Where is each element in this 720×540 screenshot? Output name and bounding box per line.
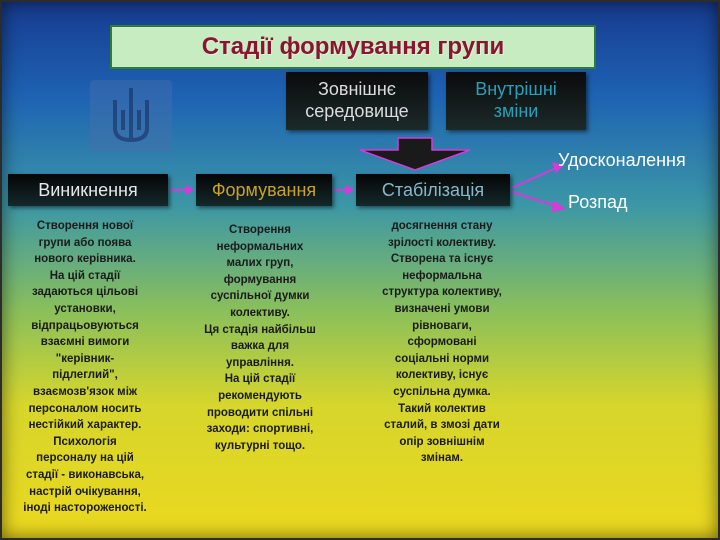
stage-formation: Формування <box>196 174 332 206</box>
stage-stabilization-description: досягнення стану зрілості колективу. Ств… <box>382 220 502 465</box>
stage-emergence: Виникнення <box>8 174 168 206</box>
arrow-to-decay <box>511 191 566 212</box>
outcome-improvement: Удосконалення <box>558 150 686 170</box>
arrow-to-improvement <box>511 162 564 189</box>
arrow-2-to-3 <box>334 185 354 195</box>
stage-emergence-description: Створення нової групи або поява нового к… <box>23 220 147 515</box>
stage-stabilization: Стабілізація <box>356 174 510 206</box>
page-title: Стадії формування групи <box>201 33 505 60</box>
internal-factor-box: Внутрішні зміни <box>446 72 586 130</box>
factors-down-arrow <box>359 137 471 171</box>
title-box: Стадії формування групи <box>110 25 596 69</box>
outcome-decay: Розпад <box>568 192 628 212</box>
trident-icon <box>113 88 149 143</box>
arrow-1-to-2 <box>170 185 194 195</box>
external-factor-box: Зовнішнє середовище <box>286 72 428 130</box>
stage-emergence-label: Виникнення <box>38 179 138 200</box>
external-factor-label: Зовнішнє середовище <box>305 79 409 121</box>
stage-stabilization-label: Стабілізація <box>381 179 485 200</box>
stage-formation-label: Формування <box>211 179 317 200</box>
stage-formation-description: Створення неформальних малих груп, форму… <box>204 224 316 452</box>
internal-factor-label: Внутрішні зміни <box>475 79 557 121</box>
trident-emblem <box>90 80 172 152</box>
